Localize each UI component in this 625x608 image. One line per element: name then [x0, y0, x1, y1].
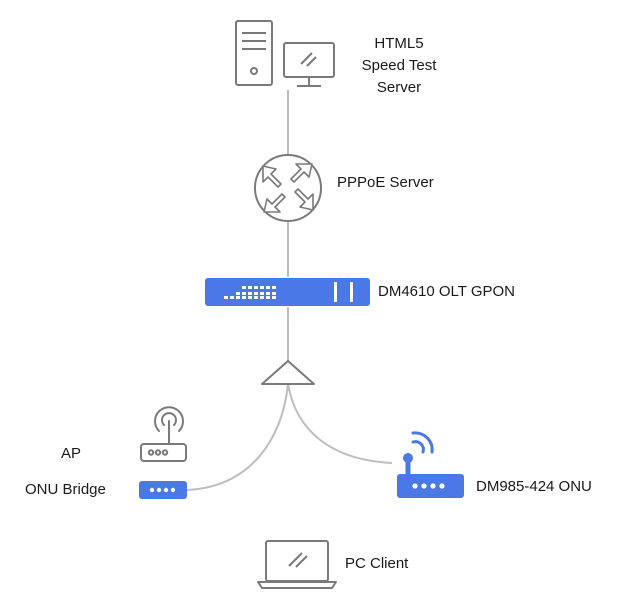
onu-label: DM985-424 ONU: [476, 478, 592, 495]
onu-bridge-icon: [139, 481, 187, 499]
ap-signal-inner: [161, 412, 177, 426]
router-arrow-in-bottomright: [294, 188, 314, 211]
laptop-glare-1: [288, 552, 303, 567]
monitor-glare-2: [306, 56, 317, 67]
router-icon: [254, 154, 322, 222]
wireless-onu-icon: [397, 431, 464, 498]
laptop-icon: [257, 540, 337, 589]
onu-antenna: [405, 458, 411, 478]
server-label-line-2: Speed Test: [361, 57, 437, 74]
connection-lines: [186, 90, 393, 491]
onu-signal-inner: [411, 440, 425, 454]
laptop-screen: [265, 540, 329, 582]
ap-label: AP: [61, 445, 82, 462]
monitor-glare-1: [300, 52, 313, 65]
server-tower-power: [250, 67, 258, 75]
pc-client-label: PC Client: [345, 555, 409, 572]
laptop-base: [257, 581, 337, 589]
server-label-line-1: HTML5: [374, 35, 424, 52]
server-label-line-3: Server: [376, 79, 422, 96]
olt-label: DM4610 OLT GPON: [378, 283, 515, 300]
router-arrow-out-bottomleft: [263, 193, 286, 213]
server-tower-and-monitor-icon: [235, 20, 335, 87]
olt-rack-switch-icon: [205, 278, 370, 306]
link-splitter-onu: [287, 383, 393, 464]
pppoe-server-label: PPPoE Server: [337, 174, 434, 191]
router-arrow-in-topleft: [262, 165, 282, 188]
server-tower: [235, 20, 273, 86]
optical-splitter-icon: [261, 360, 315, 385]
monitor-screen: [283, 42, 335, 78]
onu-signal-outer: [411, 431, 434, 454]
link-splitter-onu-bridge: [186, 383, 289, 491]
onu-bridge-label: ONU Bridge: [25, 481, 106, 498]
router-arrow-out-topright: [290, 163, 313, 183]
ap-signal-outer: [154, 406, 184, 432]
server-label: HTML5 Speed Test Server: [344, 33, 454, 99]
wireless-access-point-icon: [140, 406, 187, 462]
laptop-glare-2: [295, 555, 308, 568]
